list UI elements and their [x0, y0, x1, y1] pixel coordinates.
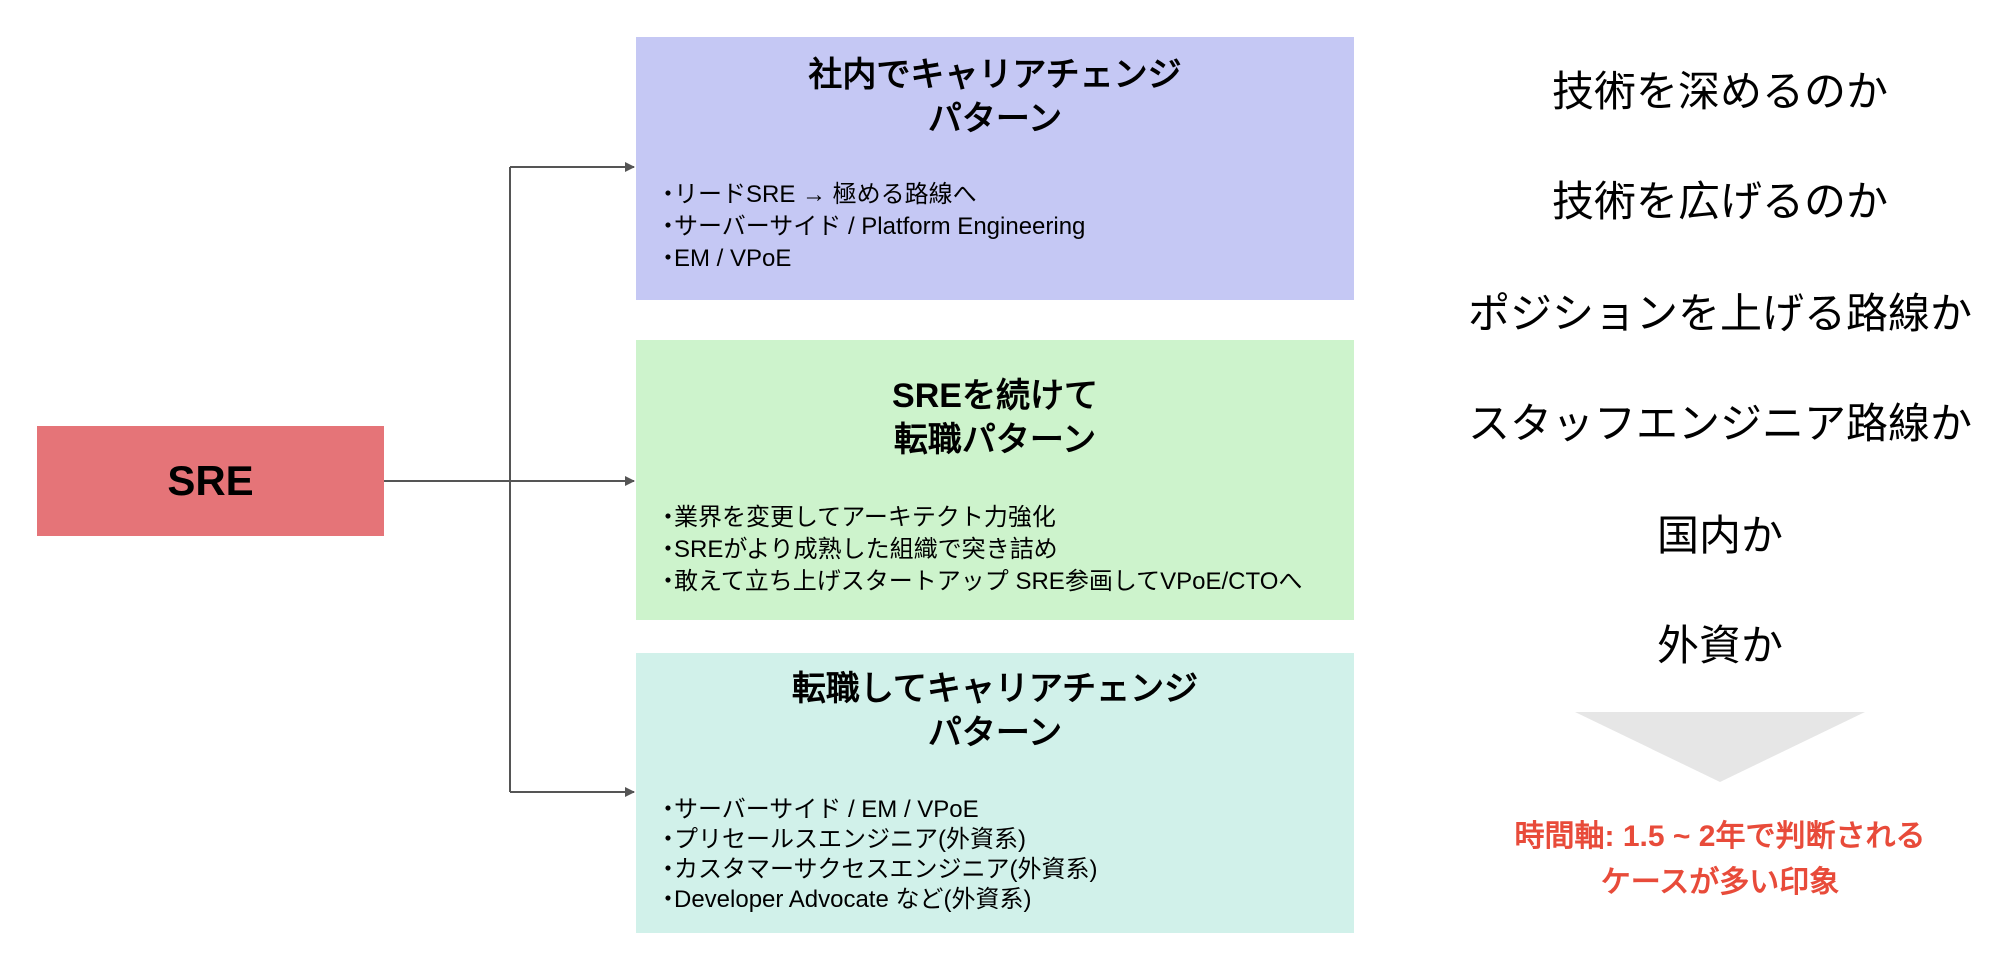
question-foreign: 外資か — [1656, 622, 1783, 669]
list-item: Developer Advocate など(外資系) — [656, 885, 1354, 915]
question-deepen-tech: 技術を深めるのか — [1551, 68, 1888, 115]
sre-root-label: SRE — [167, 457, 254, 504]
pattern-title: SREを続けて 転職パターン — [892, 377, 1098, 459]
list-item: 敢えて立ち上げスタートアップ SRE参画してVPoE/CTOへ — [656, 566, 1354, 598]
conclusion-text: 時間軸: 1.5 ~ 2年で判断される ケースが多い印象 — [1440, 814, 1999, 906]
question-raise-position: ポジションを上げる路線か — [1467, 290, 1972, 337]
pattern-item-list: リードSRE → 極める路線へ サーバーサイド / Platform Engin… — [636, 179, 1354, 275]
pattern-box-job-change: 転職してキャリアチェンジ パターン サーバーサイド / EM / VPoE プリ… — [636, 653, 1354, 933]
pattern-title: 社内でキャリアチェンジ パターン — [808, 56, 1182, 138]
question-domestic: 国内か — [1656, 512, 1783, 559]
list-item: サーバーサイド / Platform Engineering — [656, 211, 1354, 243]
pattern-box-internal-change: 社内でキャリアチェンジ パターン リードSRE → 極める路線へ サーバーサイド… — [636, 37, 1354, 300]
pattern-title: 転職してキャリアチェンジ パターン — [791, 670, 1199, 752]
list-item: 業界を変更してアーキテクト力強化 — [656, 502, 1354, 534]
list-item: カスタマーサクセスエンジニア(外資系) — [656, 855, 1354, 885]
conclusion-line-2: ケースが多い印象 — [1600, 866, 1840, 899]
pattern-item-list: 業界を変更してアーキテクト力強化 SREがより成熟した組織で突き詰め 敢えて立ち… — [636, 502, 1354, 598]
pattern-box-continue-sre: SREを続けて 転職パターン 業界を変更してアーキテクト力強化 SREがより成熟… — [636, 340, 1354, 620]
question-staff-engineer: スタッフエンジニア路線か — [1467, 400, 1972, 447]
conclusion-line-1: 時間軸: 1.5 ~ 2年で判断される — [1514, 820, 1926, 853]
question-broaden-tech: 技術を広げるのか — [1551, 178, 1888, 225]
down-arrow-icon — [1575, 712, 1865, 782]
list-item: SREがより成熟した組織で突き詰め — [656, 534, 1354, 566]
pattern-item-list: サーバーサイド / EM / VPoE プリセールスエンジニア(外資系) カスタ… — [636, 795, 1354, 915]
list-item: サーバーサイド / EM / VPoE — [656, 795, 1354, 825]
sre-root-box: SRE — [37, 426, 384, 536]
list-item: リードSRE → 極める路線へ — [656, 179, 1354, 211]
list-item: プリセールスエンジニア(外資系) — [656, 825, 1354, 855]
list-item: EM / VPoE — [656, 243, 1354, 275]
